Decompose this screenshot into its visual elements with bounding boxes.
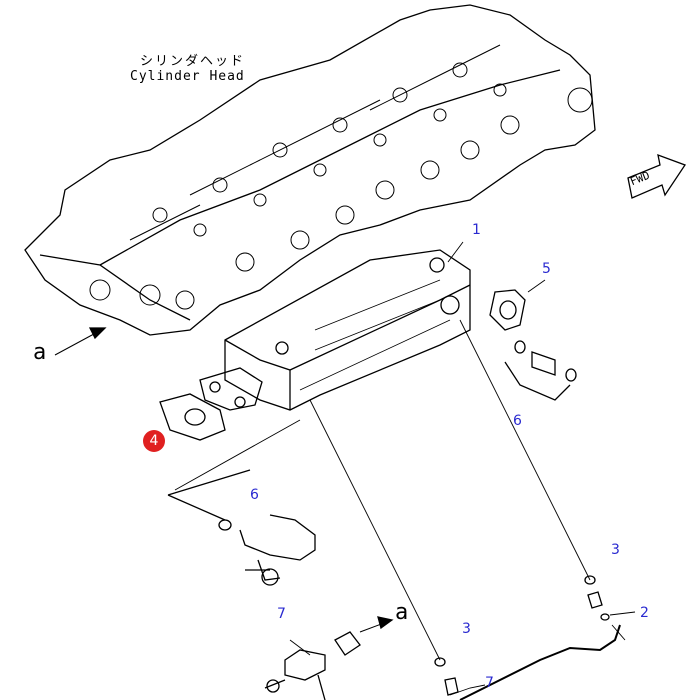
callout-7[interactable]: 7 <box>485 675 494 691</box>
callout-6[interactable]: 6 <box>250 487 259 503</box>
callout-6[interactable]: 6 <box>513 413 522 429</box>
cylinder-head <box>24 4 596 336</box>
callout-2[interactable]: 2 <box>640 605 649 621</box>
callout-1[interactable]: 1 <box>472 222 481 238</box>
view-mark-a: a <box>395 600 409 625</box>
callout-5[interactable]: 5 <box>542 261 551 277</box>
egr-cooler <box>199 249 471 411</box>
callout-4-highlighted[interactable]: 4 <box>143 430 165 452</box>
callout-7[interactable]: 7 <box>277 606 286 622</box>
callout-3[interactable]: 3 <box>611 542 620 558</box>
gasket-5 <box>489 289 526 331</box>
callout-3[interactable]: 3 <box>462 621 471 637</box>
gasket-4 <box>159 393 226 441</box>
title-japanese: シリンダヘッド <box>140 54 246 69</box>
view-mark-a: a <box>33 340 47 365</box>
title-english: Cylinder Head <box>130 69 245 84</box>
fwd-arrow-icon <box>627 153 686 199</box>
